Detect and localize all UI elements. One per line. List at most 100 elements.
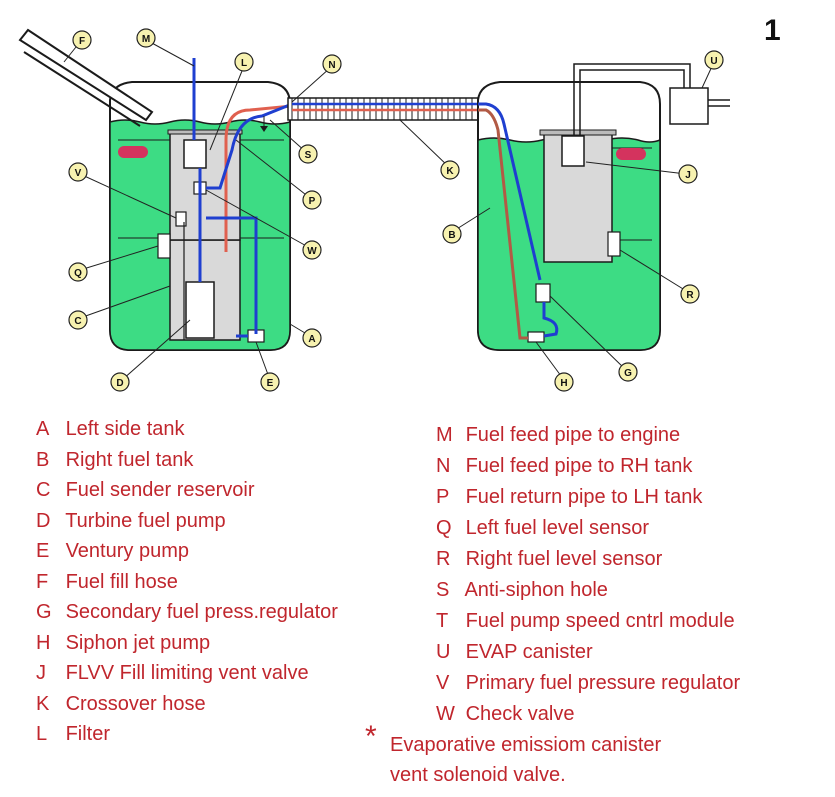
callout-l: L bbox=[234, 52, 254, 72]
note-marker: * bbox=[365, 720, 377, 753]
svg-text:L: L bbox=[241, 58, 247, 69]
callout-m: M bbox=[136, 28, 156, 48]
legend-text: Check valve bbox=[465, 703, 575, 725]
svg-text:Q: Q bbox=[74, 268, 82, 279]
callout-j: J bbox=[678, 164, 698, 184]
legend-text: Left fuel level sensor bbox=[465, 517, 649, 539]
legend-key: G bbox=[36, 601, 52, 623]
legend-key: U bbox=[436, 641, 451, 663]
legend-item-p: P Fuel return pipe to LH tank bbox=[436, 486, 702, 509]
legend-text: Right fuel level sensor bbox=[465, 548, 663, 570]
legend-key: L bbox=[36, 723, 48, 745]
legend-item-k: K Crossover hose bbox=[36, 693, 206, 716]
callout-a: A bbox=[302, 328, 322, 348]
legend-item-b: B Right fuel tank bbox=[36, 449, 193, 472]
legend-key: D bbox=[36, 509, 51, 532]
legend-text: EVAP canister bbox=[465, 641, 593, 663]
callout-w: W bbox=[302, 240, 322, 260]
callout-h: H bbox=[554, 372, 574, 392]
note-line-1: Evaporative emissiom canister bbox=[390, 734, 662, 756]
svg-text:C: C bbox=[74, 316, 81, 327]
legend-item-d: D Turbine fuel pump bbox=[36, 510, 226, 533]
legend-item-s: S Anti-siphon hole bbox=[436, 579, 608, 602]
callout-g: G bbox=[618, 362, 638, 382]
fuel-feed-pipe-to-rh-tank bbox=[206, 102, 293, 190]
evap-canister bbox=[669, 87, 709, 125]
leader-lines bbox=[63, 41, 715, 381]
svg-text:J: J bbox=[685, 170, 691, 181]
callout-k: K bbox=[440, 160, 460, 180]
legend-item-v: V Primary fuel pressure regulator bbox=[436, 672, 740, 695]
callout-r: R bbox=[680, 284, 700, 304]
legend-text: Fuel feed pipe to engine bbox=[465, 424, 681, 446]
legend-text: Crossover hose bbox=[65, 692, 206, 715]
right-tank-sensor-pad bbox=[616, 148, 646, 160]
legend-key: T bbox=[436, 610, 449, 632]
legend-key: Q bbox=[436, 517, 452, 539]
right-fuel-level-sensor bbox=[607, 231, 621, 257]
svg-text:M: M bbox=[142, 34, 150, 45]
legend-item-r: R Right fuel level sensor bbox=[436, 548, 662, 571]
fuel-fill-hose bbox=[18, 28, 154, 127]
legend-key: J bbox=[36, 662, 46, 684]
legend-text: Anti-siphon hole bbox=[464, 579, 608, 601]
callout-u: U bbox=[704, 50, 724, 70]
legend-key: M bbox=[436, 424, 453, 446]
legend-item-h: H Siphon jet pump bbox=[36, 632, 210, 655]
legend-text: Secondary fuel press.regulator bbox=[65, 601, 338, 623]
svg-text:N: N bbox=[328, 60, 335, 71]
legend-item-a: A Left side tank bbox=[36, 418, 185, 441]
right-feed-pipe bbox=[478, 102, 542, 281]
legend-text: Fuel sender reservoir bbox=[65, 479, 255, 501]
legend-text: FLVV Fill limiting vent valve bbox=[65, 662, 309, 684]
svg-text:R: R bbox=[686, 290, 694, 301]
legend-key: R bbox=[436, 548, 451, 570]
turbine-fuel-pump bbox=[185, 281, 215, 339]
legend-item-u: U EVAP canister bbox=[436, 641, 593, 664]
filter bbox=[183, 139, 207, 169]
legend-key: P bbox=[436, 486, 450, 508]
legend-item-m: M Fuel feed pipe to engine bbox=[436, 424, 680, 447]
svg-text:D: D bbox=[116, 378, 123, 389]
legend-key: S bbox=[436, 579, 450, 601]
svg-text:F: F bbox=[79, 36, 85, 47]
svg-text:W: W bbox=[307, 246, 317, 257]
legend-item-q: Q Left fuel level sensor bbox=[436, 517, 649, 540]
svg-text:P: P bbox=[309, 196, 316, 207]
legend-text: Fuel pump speed cntrl module bbox=[465, 610, 735, 632]
primary-fuel-pressure-regulator bbox=[175, 211, 187, 227]
legend-item-c: C Fuel sender reservoir bbox=[36, 479, 255, 502]
callout-v: V bbox=[68, 162, 88, 182]
legend-key: E bbox=[36, 540, 50, 562]
legend-text: Fuel feed pipe to RH tank bbox=[465, 455, 693, 477]
legend-key: V bbox=[436, 672, 450, 694]
callout-e: E bbox=[260, 372, 280, 392]
fuel-return-pipe-to-lh-tank bbox=[224, 104, 293, 252]
callout-d: D bbox=[110, 372, 130, 392]
callout-n: N bbox=[322, 54, 342, 74]
legend-text: Primary fuel pressure regulator bbox=[465, 672, 741, 694]
legend-item-t: T Fuel pump speed cntrl module bbox=[436, 610, 735, 633]
legend-key: W bbox=[436, 703, 455, 725]
legend-key: N bbox=[436, 455, 451, 477]
legend-item-w: W Check valve bbox=[436, 703, 575, 726]
callout-b: B bbox=[442, 224, 462, 244]
legend-text: Ventury pump bbox=[65, 540, 189, 562]
fuel-sender-reservoir bbox=[157, 129, 265, 343]
left-tank-sensor-pad bbox=[118, 146, 148, 158]
legend-item-l: L Filter bbox=[36, 723, 110, 746]
fuel-system-diagram: F M L N S P W V Q C D E A K B J R G H U bbox=[18, 28, 730, 392]
note-line-2: vent solenoid valve. bbox=[390, 764, 566, 786]
svg-text:H: H bbox=[560, 378, 567, 389]
siphon-jet-pump bbox=[527, 331, 545, 343]
legend-text: Right fuel tank bbox=[65, 448, 194, 471]
svg-text:E: E bbox=[267, 378, 274, 389]
legend-text: Fuel return pipe to LH tank bbox=[465, 486, 703, 508]
legend-text: Siphon jet pump bbox=[65, 631, 211, 654]
legend-item-j: J FLVV Fill limiting vent valve bbox=[36, 662, 309, 685]
right-fuel-tank bbox=[477, 81, 661, 351]
legend-item-g: G Secondary fuel press.regulator bbox=[36, 601, 338, 624]
svg-text:K: K bbox=[446, 166, 454, 177]
left-fuel-level-sensor bbox=[157, 233, 171, 259]
legend-item-f: F Fuel fill hose bbox=[36, 571, 178, 594]
